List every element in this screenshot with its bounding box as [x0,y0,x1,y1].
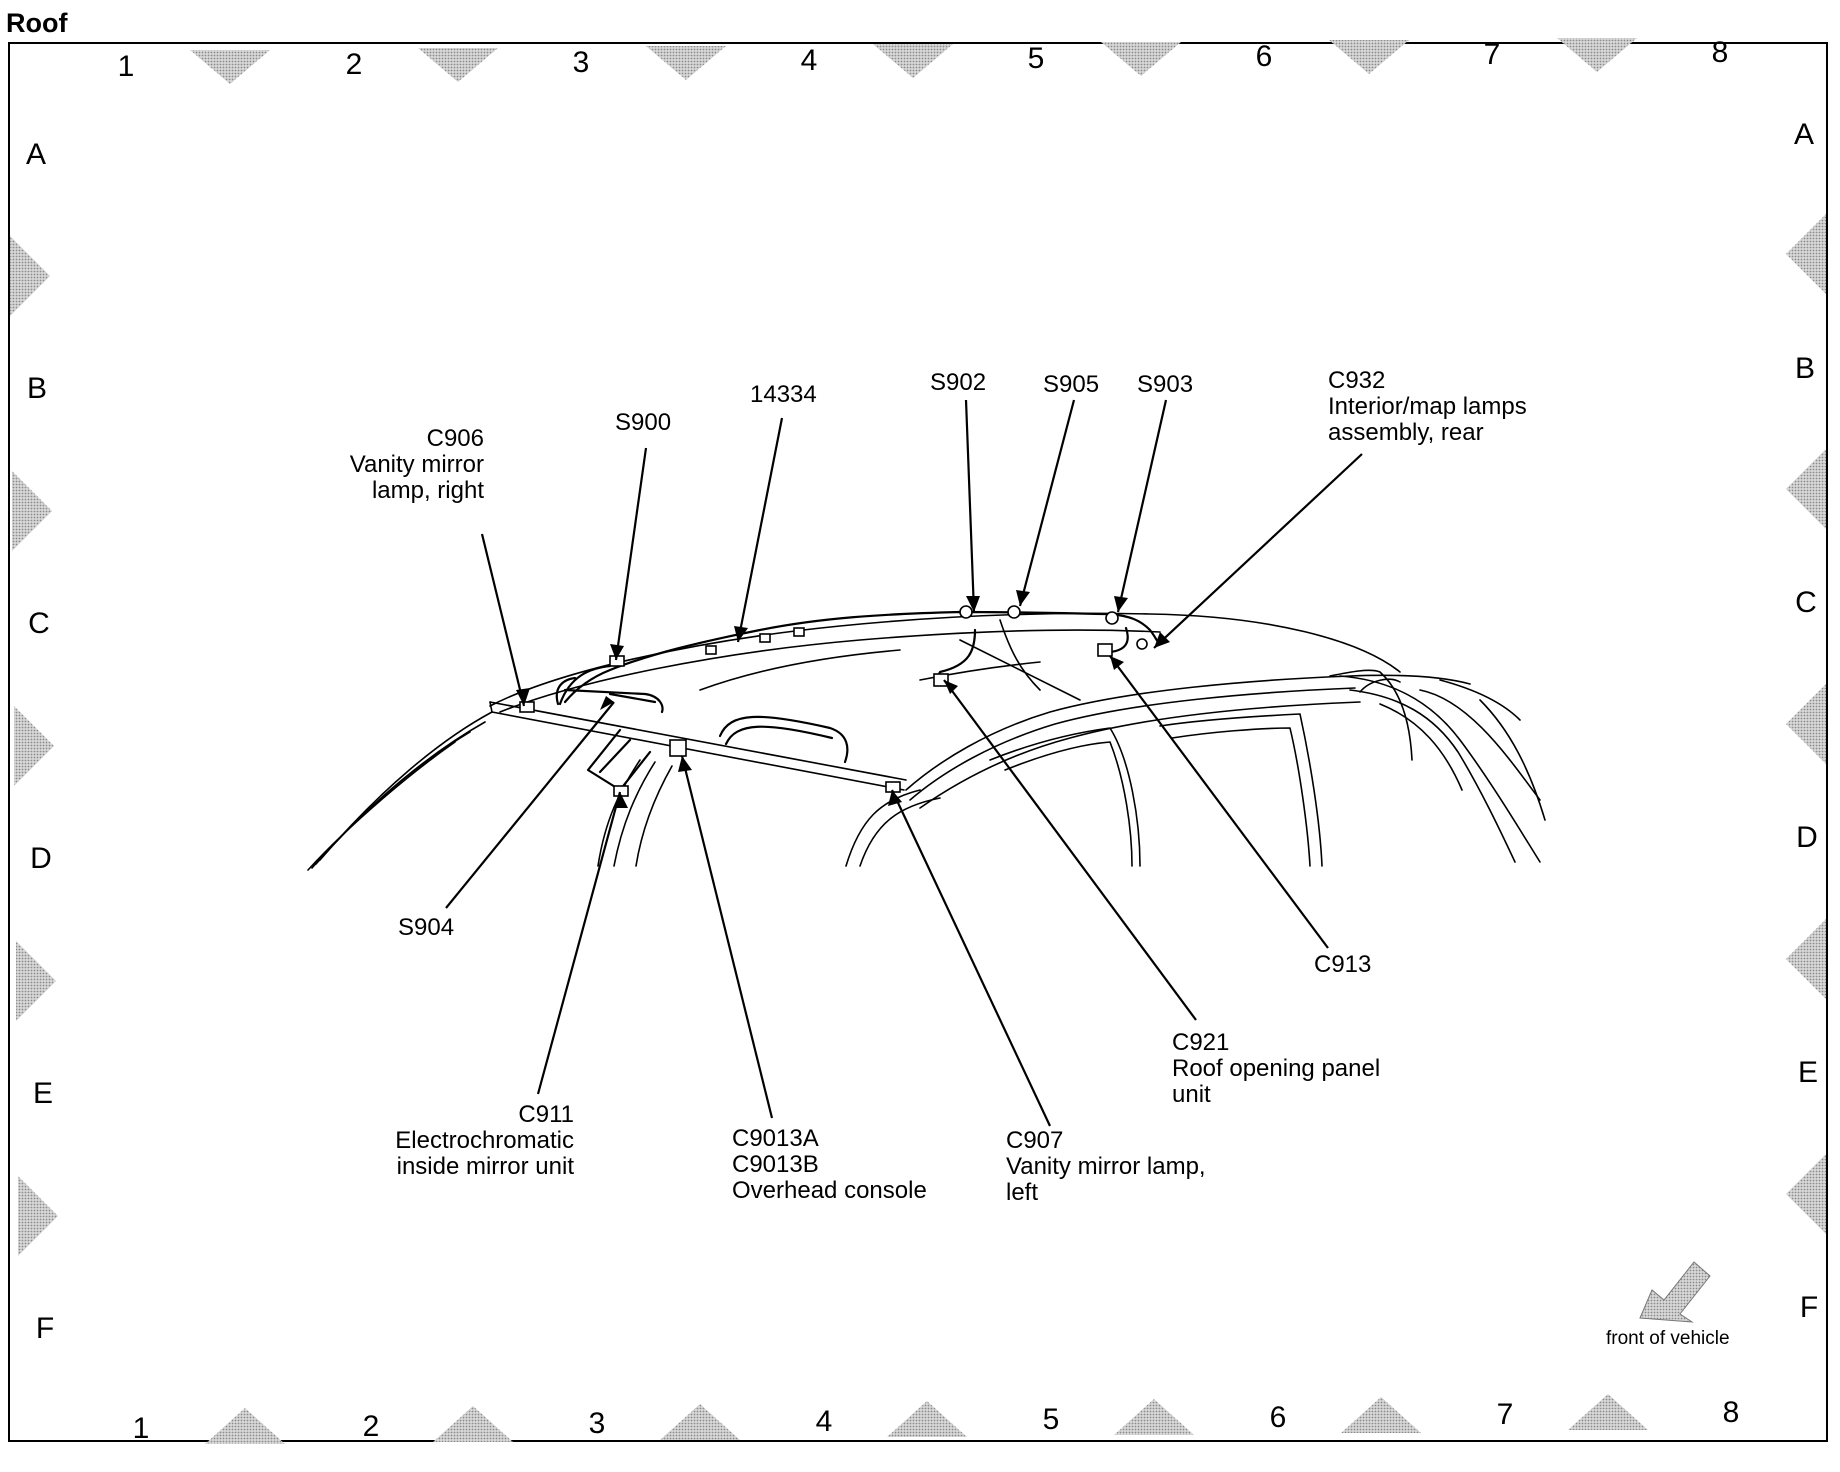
row-label-right-C: C [1795,586,1817,619]
col-label-top-2: 2 [345,48,363,81]
row-label-right-D: D [1796,821,1818,854]
row-label-right-B: B [1794,352,1816,385]
grid-marker-triangle-icon [1786,214,1826,1234]
label-s902: S902 [930,369,987,396]
col-label-top-6: 6 [1255,40,1273,73]
label-s900: S900 [615,409,672,436]
col-label-top-8: 8 [1711,36,1729,69]
row-label-left-E: E [32,1077,54,1110]
col-label-bottom-5: 5 [1042,1403,1060,1436]
leader-arrowheads [516,590,1170,808]
col-label-bottom-1: 1 [132,1412,150,1445]
label-c911: C911 Electrochromatic inside mirror unit [395,1101,574,1180]
row-label-left-F: F [35,1312,55,1345]
col-label-top-7: 7 [1483,38,1501,71]
col-label-bottom-7: 7 [1496,1398,1514,1431]
grid-marker-triangle-icon [10,236,58,1256]
label-c9013: C9013A C9013B Overhead console [732,1125,927,1204]
col-label-top-3: 3 [572,46,590,79]
page-title: Roof [6,8,68,38]
col-label-bottom-3: 3 [588,1407,606,1440]
row-label-left-A: A [25,138,47,171]
col-label-bottom-2: 2 [362,1410,380,1443]
label-s905: S905 [1043,371,1100,398]
label-c906: C906 Vanity mirror lamp, right [349,425,484,504]
col-label-top-4: 4 [800,44,818,77]
connector-markers [519,605,1148,797]
label-s903: S903 [1137,371,1194,398]
vehicle-roof-outline [307,612,1546,871]
grid-marker-triangle-icon [205,1394,1648,1444]
row-label-left-D: D [30,842,52,875]
col-label-bottom-8: 8 [1722,1396,1740,1429]
label-c907: C907 Vanity mirror lamp, left [1006,1127,1206,1206]
front-of-vehicle-arrow-icon [1639,1261,1711,1323]
roof-wiring-harness [555,610,1164,792]
leader-lines [445,399,1363,1127]
row-label-right-F: F [1799,1291,1819,1324]
row-label-left-C: C [28,607,50,640]
label-14334: 14334 [750,381,817,408]
label-c932: C932 Interior/map lamps assembly, rear [1328,367,1527,446]
grid-marker-triangle-icon [190,38,1637,84]
label-s904: S904 [398,914,455,941]
row-label-right-E: E [1797,1056,1819,1089]
col-label-bottom-6: 6 [1269,1401,1287,1434]
front-of-vehicle-label: front of vehicle [1606,1328,1730,1349]
label-c913: C913 [1314,951,1372,978]
col-label-bottom-4: 4 [815,1405,833,1438]
col-label-top-1: 1 [117,50,135,83]
diagram-frame [8,42,1828,1442]
label-c921: C921 Roof opening panel unit [1172,1029,1381,1108]
row-label-right-A: A [1793,118,1815,151]
col-label-top-5: 5 [1027,42,1045,75]
row-label-left-B: B [26,372,48,405]
